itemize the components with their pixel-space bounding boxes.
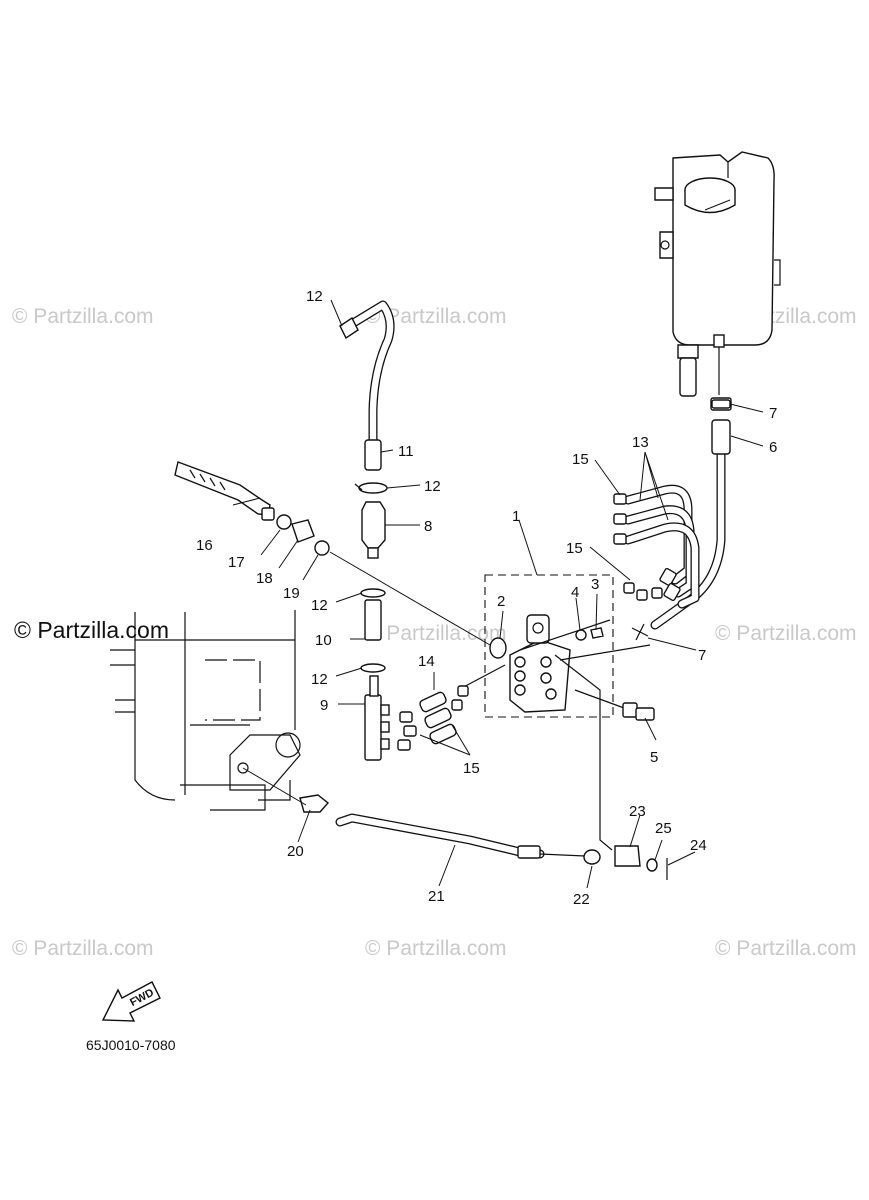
callout-15: 15 (566, 540, 583, 557)
callout-11: 11 (398, 443, 414, 460)
callout-19: 19 (283, 585, 300, 602)
callout-22: 22 (573, 891, 590, 908)
callout-16: 16 (196, 537, 213, 554)
oil-pump-assembly-box (484, 574, 614, 718)
callout-15: 15 (572, 451, 589, 468)
vent-hose-assembly (339, 300, 395, 761)
leader-lines (232, 199, 764, 889)
watermark-text: © Partzilla.com (12, 937, 154, 960)
callout-23: 23 (629, 803, 646, 820)
watermark-text: © Partzilla.com (715, 0, 857, 4)
watermark-text: © Partzilla.com (365, 305, 507, 328)
callout-8: 8 (424, 518, 432, 535)
diagram-code: 65J0010-7080 (86, 1037, 176, 1053)
callouts: 1 2 3 4 5 6 7 7 8 9 10 11 12 12 12 12 13… (196, 288, 777, 908)
o-ring-2 (489, 637, 507, 659)
callout-12: 12 (311, 597, 328, 614)
screw-3 (590, 627, 604, 639)
callout-2: 2 (497, 593, 505, 610)
callout-17: 17 (228, 554, 245, 571)
callout-12: 12 (306, 288, 323, 305)
watermark-text: © Partzilla.com (365, 937, 507, 960)
callout-14: 14 (418, 653, 435, 670)
watermark-text: © Partzilla.com (365, 0, 507, 4)
watermark-text: © Partzilla.com (715, 937, 857, 960)
watermark-text: © Partzilla.com (12, 305, 154, 328)
control-cable-21 (242, 767, 668, 880)
callout-25: 25 (655, 820, 672, 837)
bolt-5 (574, 689, 655, 721)
oil-pump (457, 614, 651, 851)
callout-4: 4 (571, 584, 579, 601)
watermark-text: © Partzilla.com (365, 622, 507, 645)
callout-12: 12 (311, 671, 328, 688)
callout-7: 7 (698, 647, 706, 664)
callout-1: 1 (512, 508, 520, 525)
callout-24: 24 (690, 837, 707, 854)
watermark-text: © Partzilla.com (12, 0, 154, 4)
fwd-arrow-icon: FWD (101, 981, 161, 1022)
callout-3: 3 (591, 576, 599, 593)
brand-watermark: © Partzilla.com (14, 617, 169, 643)
callout-5: 5 (650, 749, 658, 766)
callout-15: 15 (463, 760, 480, 777)
engine-block (110, 610, 301, 811)
callout-6: 6 (769, 439, 777, 456)
callout-10: 10 (315, 632, 332, 649)
callout-20: 20 (287, 843, 304, 860)
callout-9: 9 (320, 697, 328, 714)
callout-7: 7 (769, 405, 777, 422)
callout-18: 18 (256, 570, 273, 587)
oil-tank (654, 151, 781, 397)
watermark-text: © Partzilla.com (715, 622, 857, 645)
callout-12: 12 (424, 478, 441, 495)
hoses-13 (613, 484, 700, 609)
callout-13: 13 (632, 434, 649, 451)
washer-4 (575, 629, 587, 641)
callout-21: 21 (428, 888, 445, 905)
